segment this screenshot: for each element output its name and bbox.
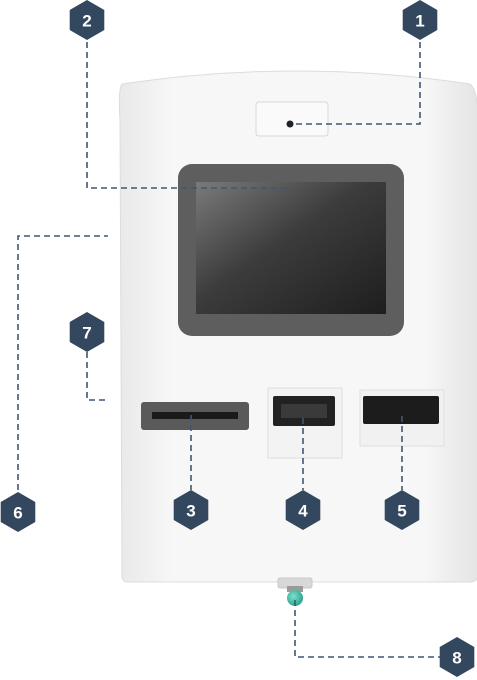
callout-badge-1: 1 — [402, 0, 438, 40]
leader-line-2 — [86, 42, 295, 189]
leader-line-1 — [292, 42, 421, 125]
callout-badge-7: 7 — [69, 312, 105, 352]
callout-number-7: 7 — [82, 324, 91, 343]
callout-number-2: 2 — [82, 12, 91, 31]
scanner-slot — [267, 387, 343, 459]
touch-screen — [178, 164, 404, 336]
green-button — [277, 577, 313, 606]
callout-badge-3: 3 — [173, 490, 209, 530]
camera-lens — [286, 120, 294, 128]
card-slot — [141, 402, 249, 430]
callout-number-1: 1 — [415, 12, 424, 31]
leader-line-8 — [294, 600, 440, 658]
callout-number-8: 8 — [452, 649, 461, 668]
callout-badge-2: 2 — [69, 0, 105, 40]
callout-badge-4: 4 — [285, 490, 321, 530]
callout-number-5: 5 — [397, 502, 406, 521]
callout-badge-5: 5 — [384, 490, 420, 530]
callout-number-6: 6 — [13, 504, 22, 523]
callout-badge-6: 6 — [0, 492, 36, 532]
leader-line-7 — [86, 352, 108, 401]
camera-housing — [255, 101, 329, 137]
leader-lines — [17, 42, 440, 658]
callout-badge-8: 8 — [439, 637, 475, 677]
callout-number-3: 3 — [186, 502, 195, 521]
callout-number-4: 4 — [298, 502, 308, 521]
leader-line-6 — [17, 235, 108, 490]
